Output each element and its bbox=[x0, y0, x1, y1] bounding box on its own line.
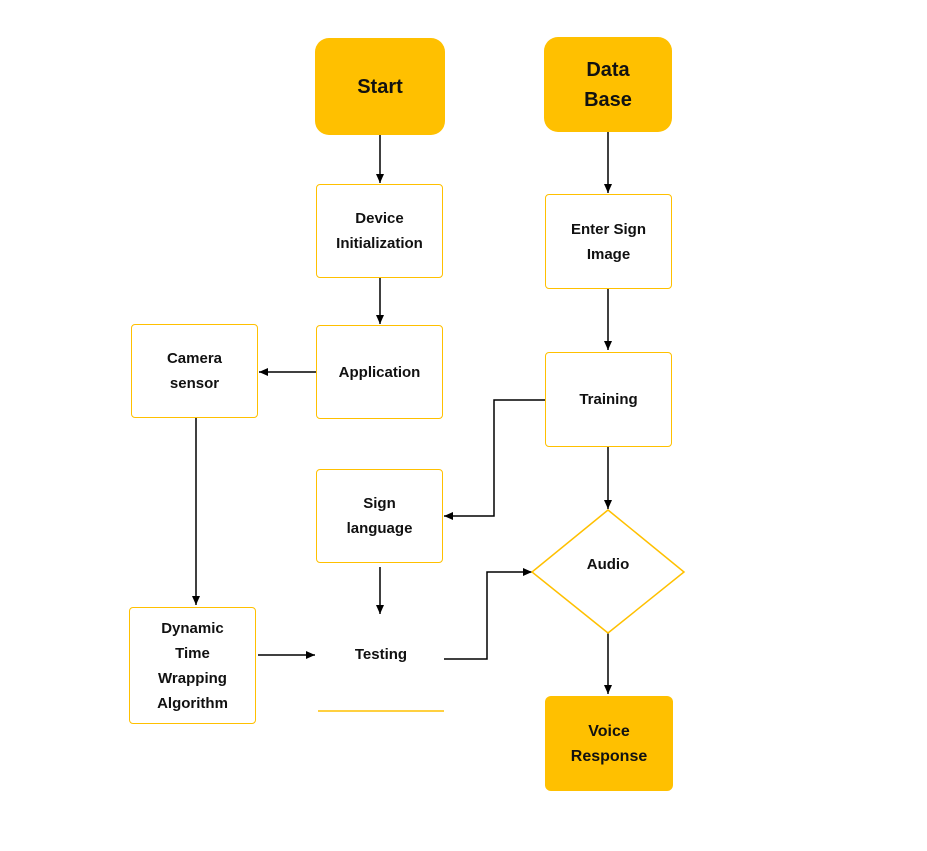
camera-sensor-label: Camera sensor bbox=[166, 350, 223, 392]
testing-node: Testing bbox=[318, 630, 444, 678]
device-initialization-label: Device Initialization bbox=[336, 210, 423, 252]
application-label: Application bbox=[338, 363, 421, 381]
audio-decision-diamond bbox=[530, 509, 686, 634]
testing-label: Testing bbox=[354, 645, 408, 663]
database-label: Data Base bbox=[584, 58, 632, 111]
voice-response-label: Voice Response bbox=[570, 722, 648, 765]
enter-sign-image-box: Enter Sign Image bbox=[545, 194, 672, 289]
dtw-algorithm-box: Dynamic Time Wrapping Algorithm bbox=[129, 607, 256, 724]
application-box: Application bbox=[316, 325, 443, 419]
start-label: Start bbox=[357, 75, 403, 98]
training-label: Training bbox=[579, 391, 638, 408]
database-terminal: Data Base bbox=[544, 37, 672, 132]
training-box: Training bbox=[545, 352, 672, 447]
arrow-testing-to-audio bbox=[444, 568, 532, 660]
audio-label: Audio bbox=[586, 556, 630, 573]
device-initialization-box: Device Initialization bbox=[316, 184, 443, 278]
arrow-training-to-sign bbox=[444, 399, 545, 520]
sign-language-box: Sign language bbox=[316, 469, 443, 563]
voice-response-terminal: Voice Response bbox=[545, 696, 673, 791]
camera-sensor-box: Camera sensor bbox=[131, 324, 258, 418]
enter-sign-image-label: Enter Sign Image bbox=[570, 220, 646, 263]
start-terminal: Start bbox=[315, 38, 445, 135]
dtw-algorithm-label: Dynamic Time Wrapping Algorithm bbox=[157, 619, 228, 712]
sign-language-label: Sign language bbox=[346, 495, 413, 537]
